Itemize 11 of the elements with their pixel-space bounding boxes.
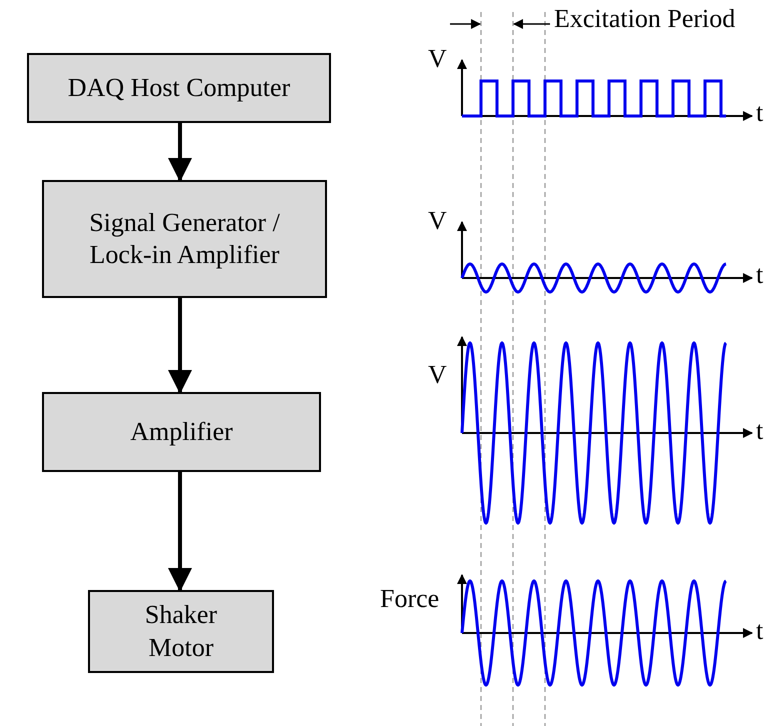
process-box xyxy=(42,392,321,472)
process-box xyxy=(88,590,274,673)
process-box xyxy=(42,180,327,298)
arrow xyxy=(168,472,192,592)
process-box xyxy=(27,53,331,123)
box-label: Signal Generator / Lock-in Amplifier xyxy=(88,206,281,271)
box-label: DAQ Host Computer xyxy=(68,72,290,104)
arrow xyxy=(168,298,192,394)
box-label: Shaker Motor xyxy=(144,599,218,664)
arrow xyxy=(168,123,192,182)
box-label: Amplifier xyxy=(130,416,233,448)
